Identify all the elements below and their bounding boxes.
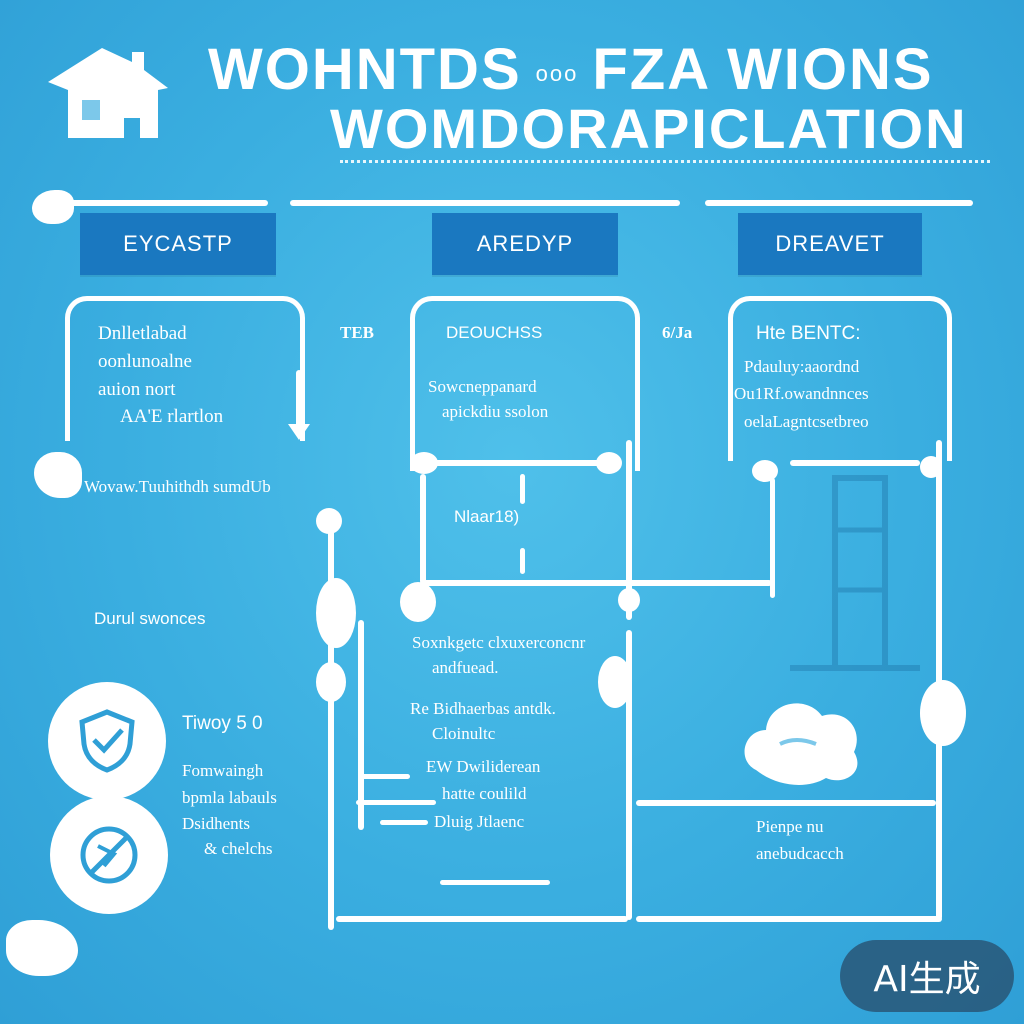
left-rail-knob-2 <box>316 578 356 648</box>
column-header-3: DREAVET <box>738 213 922 275</box>
title-underline <box>340 160 990 163</box>
diagram-title-line-2: WOMDORAPICLATION <box>330 97 968 160</box>
right-panel-title: Hte BENTC: <box>756 323 861 344</box>
left-note-line-3: Dsidhents <box>182 813 250 833</box>
right-panel-line-3: oelaLagntcsetbreo <box>744 411 869 431</box>
right-lower-text: Pienpe nu anebudcacch <box>756 816 844 865</box>
middle-lower-rail <box>358 620 364 830</box>
title-part-a: WOHNTDS <box>208 37 522 102</box>
middle-bottom-rule-2 <box>440 880 550 885</box>
title-part-small: ooo <box>535 60 579 86</box>
middle-rail-right <box>626 440 632 620</box>
right-panel-line-1: Pdauluy:aaordnd <box>744 357 860 376</box>
middle-lower-line-5: EW Dwiliderean <box>426 757 541 776</box>
title-part-b: FZA WIONS <box>592 37 934 102</box>
middle-bottom-rule <box>336 916 628 922</box>
right-lower-line-1: Pienpe nu <box>756 817 824 836</box>
diagram-title-line-1: WOHNTDS ooo FZA WIONS <box>208 36 934 103</box>
middle-divider-2 <box>356 800 436 805</box>
middle-panel-line-1: Sowcneppanard <box>428 377 537 396</box>
middle-lower-text-1: Soxnkgetc clxuxerconcnr andfuead. <box>412 632 585 679</box>
middle-divider-1 <box>360 774 410 779</box>
left-mid-blob <box>34 452 82 498</box>
ai-generated-watermark: AI生成 <box>840 940 1014 1012</box>
left-panel-line-3: auion nort <box>98 378 176 400</box>
middle-connector-knob-left <box>410 452 438 474</box>
no-entry-badge <box>50 796 168 914</box>
middle-lower-line-1: Soxnkgetc clxuxerconcnr <box>412 633 586 652</box>
left-arrow-shaft <box>296 370 302 432</box>
middle-lower-knob-1 <box>400 582 436 622</box>
left-panel-text: Dnlletlabad oonlunoalne auion nort AA'E … <box>98 322 223 429</box>
middle-lower-line-4: Cloinultc <box>432 724 496 744</box>
middle-lower-line-2: andfuead. <box>432 658 499 678</box>
middle-lower-knob-2 <box>598 656 632 708</box>
right-panel-line-2: Ou1Rf.owandnnces <box>734 384 869 404</box>
panel-left <box>65 296 305 441</box>
cloud-icon <box>744 703 858 785</box>
arrow-down-icon <box>288 424 310 440</box>
right-rail-knob <box>752 460 778 482</box>
left-note-1: Tiwoy 5 0 <box>182 713 263 734</box>
left-panel-line-1: Dnlletlabad <box>98 323 187 344</box>
right-mid-blob <box>920 680 966 746</box>
middle-rail-left <box>420 474 426 584</box>
shield-check-badge <box>48 682 166 800</box>
middle-lower-rail-right <box>626 630 632 920</box>
middle-lower-line-3: Re Bidhaerbas antdk. <box>410 699 556 718</box>
no-entry-icon <box>80 826 138 884</box>
left-panel-line-2: oonlunoalne <box>98 350 192 372</box>
middle-connector-knob-right <box>596 452 622 474</box>
column-header-1: EYCASTP <box>80 213 276 275</box>
right-inner-rail <box>770 478 775 598</box>
left-panel-line-4: AA'E rlartlon <box>120 406 224 428</box>
connector-glyph-2: 6/Ja <box>662 323 693 342</box>
middle-panel-line-2: apickdiu ssolon <box>442 402 549 422</box>
right-connector-top <box>790 460 920 466</box>
column-header-2: AREDYP <box>432 213 618 275</box>
middle-divider-3 <box>380 820 428 825</box>
connector-glyph-1: TEB <box>340 323 375 342</box>
top-rule-3 <box>705 200 973 206</box>
top-left-blob <box>32 190 74 224</box>
shield-check-icon <box>79 709 135 773</box>
right-bottom-rule <box>636 916 942 922</box>
left-rail-knob-1 <box>316 508 342 534</box>
middle-connector-top <box>422 460 612 466</box>
left-note-line-1: Fomwaingh <box>182 761 264 780</box>
panel-middle <box>410 296 640 471</box>
left-mid-text: Wovaw.Tuuhithdh sumdUb <box>84 477 271 496</box>
right-rail-knob-2 <box>920 456 942 478</box>
right-panel-text: Pdauluy:aaordnd Ou1Rf.owandnnces oelaLag… <box>734 356 869 432</box>
middle-mid-label: Nlaar18) <box>454 507 520 526</box>
bottom-left-blob <box>6 920 78 976</box>
scaffold-illustration <box>790 475 920 671</box>
middle-center-tick-2 <box>520 548 525 574</box>
top-rule-2 <box>290 200 680 206</box>
left-note-line-4: & chelchs <box>204 838 273 858</box>
left-rail <box>328 520 334 930</box>
middle-panel-title: DEOUCHSS <box>446 323 543 342</box>
middle-lower-line-6: hatte coulild <box>442 784 527 804</box>
middle-panel-text: Sowcneppanard apickdiu ssolon <box>428 376 548 423</box>
panel-right <box>728 296 952 461</box>
middle-lower-line-7: Dluig Jtlaenc <box>434 811 525 831</box>
left-rail-knob-3 <box>316 662 346 702</box>
right-connector-bottom <box>636 800 936 806</box>
middle-rail-knob <box>618 588 640 612</box>
middle-lower-text-3: EW Dwiliderean hatte coulild Dluig Jtlae… <box>426 756 540 832</box>
middle-center-tick-1 <box>520 474 525 504</box>
right-lower-line-2: anebudcacch <box>756 844 844 864</box>
middle-connector-lower <box>420 580 772 586</box>
top-rule-1 <box>60 200 268 206</box>
house-icon <box>48 48 168 138</box>
left-note-2: Fomwaingh bpmla labauls Dsidhents & chel… <box>182 760 277 859</box>
middle-lower-text-2: Re Bidhaerbas antdk. Cloinultc <box>410 698 556 745</box>
left-lower-text: Durul swonces <box>94 609 206 628</box>
left-note-line-2: bpmla labauls <box>182 788 277 808</box>
